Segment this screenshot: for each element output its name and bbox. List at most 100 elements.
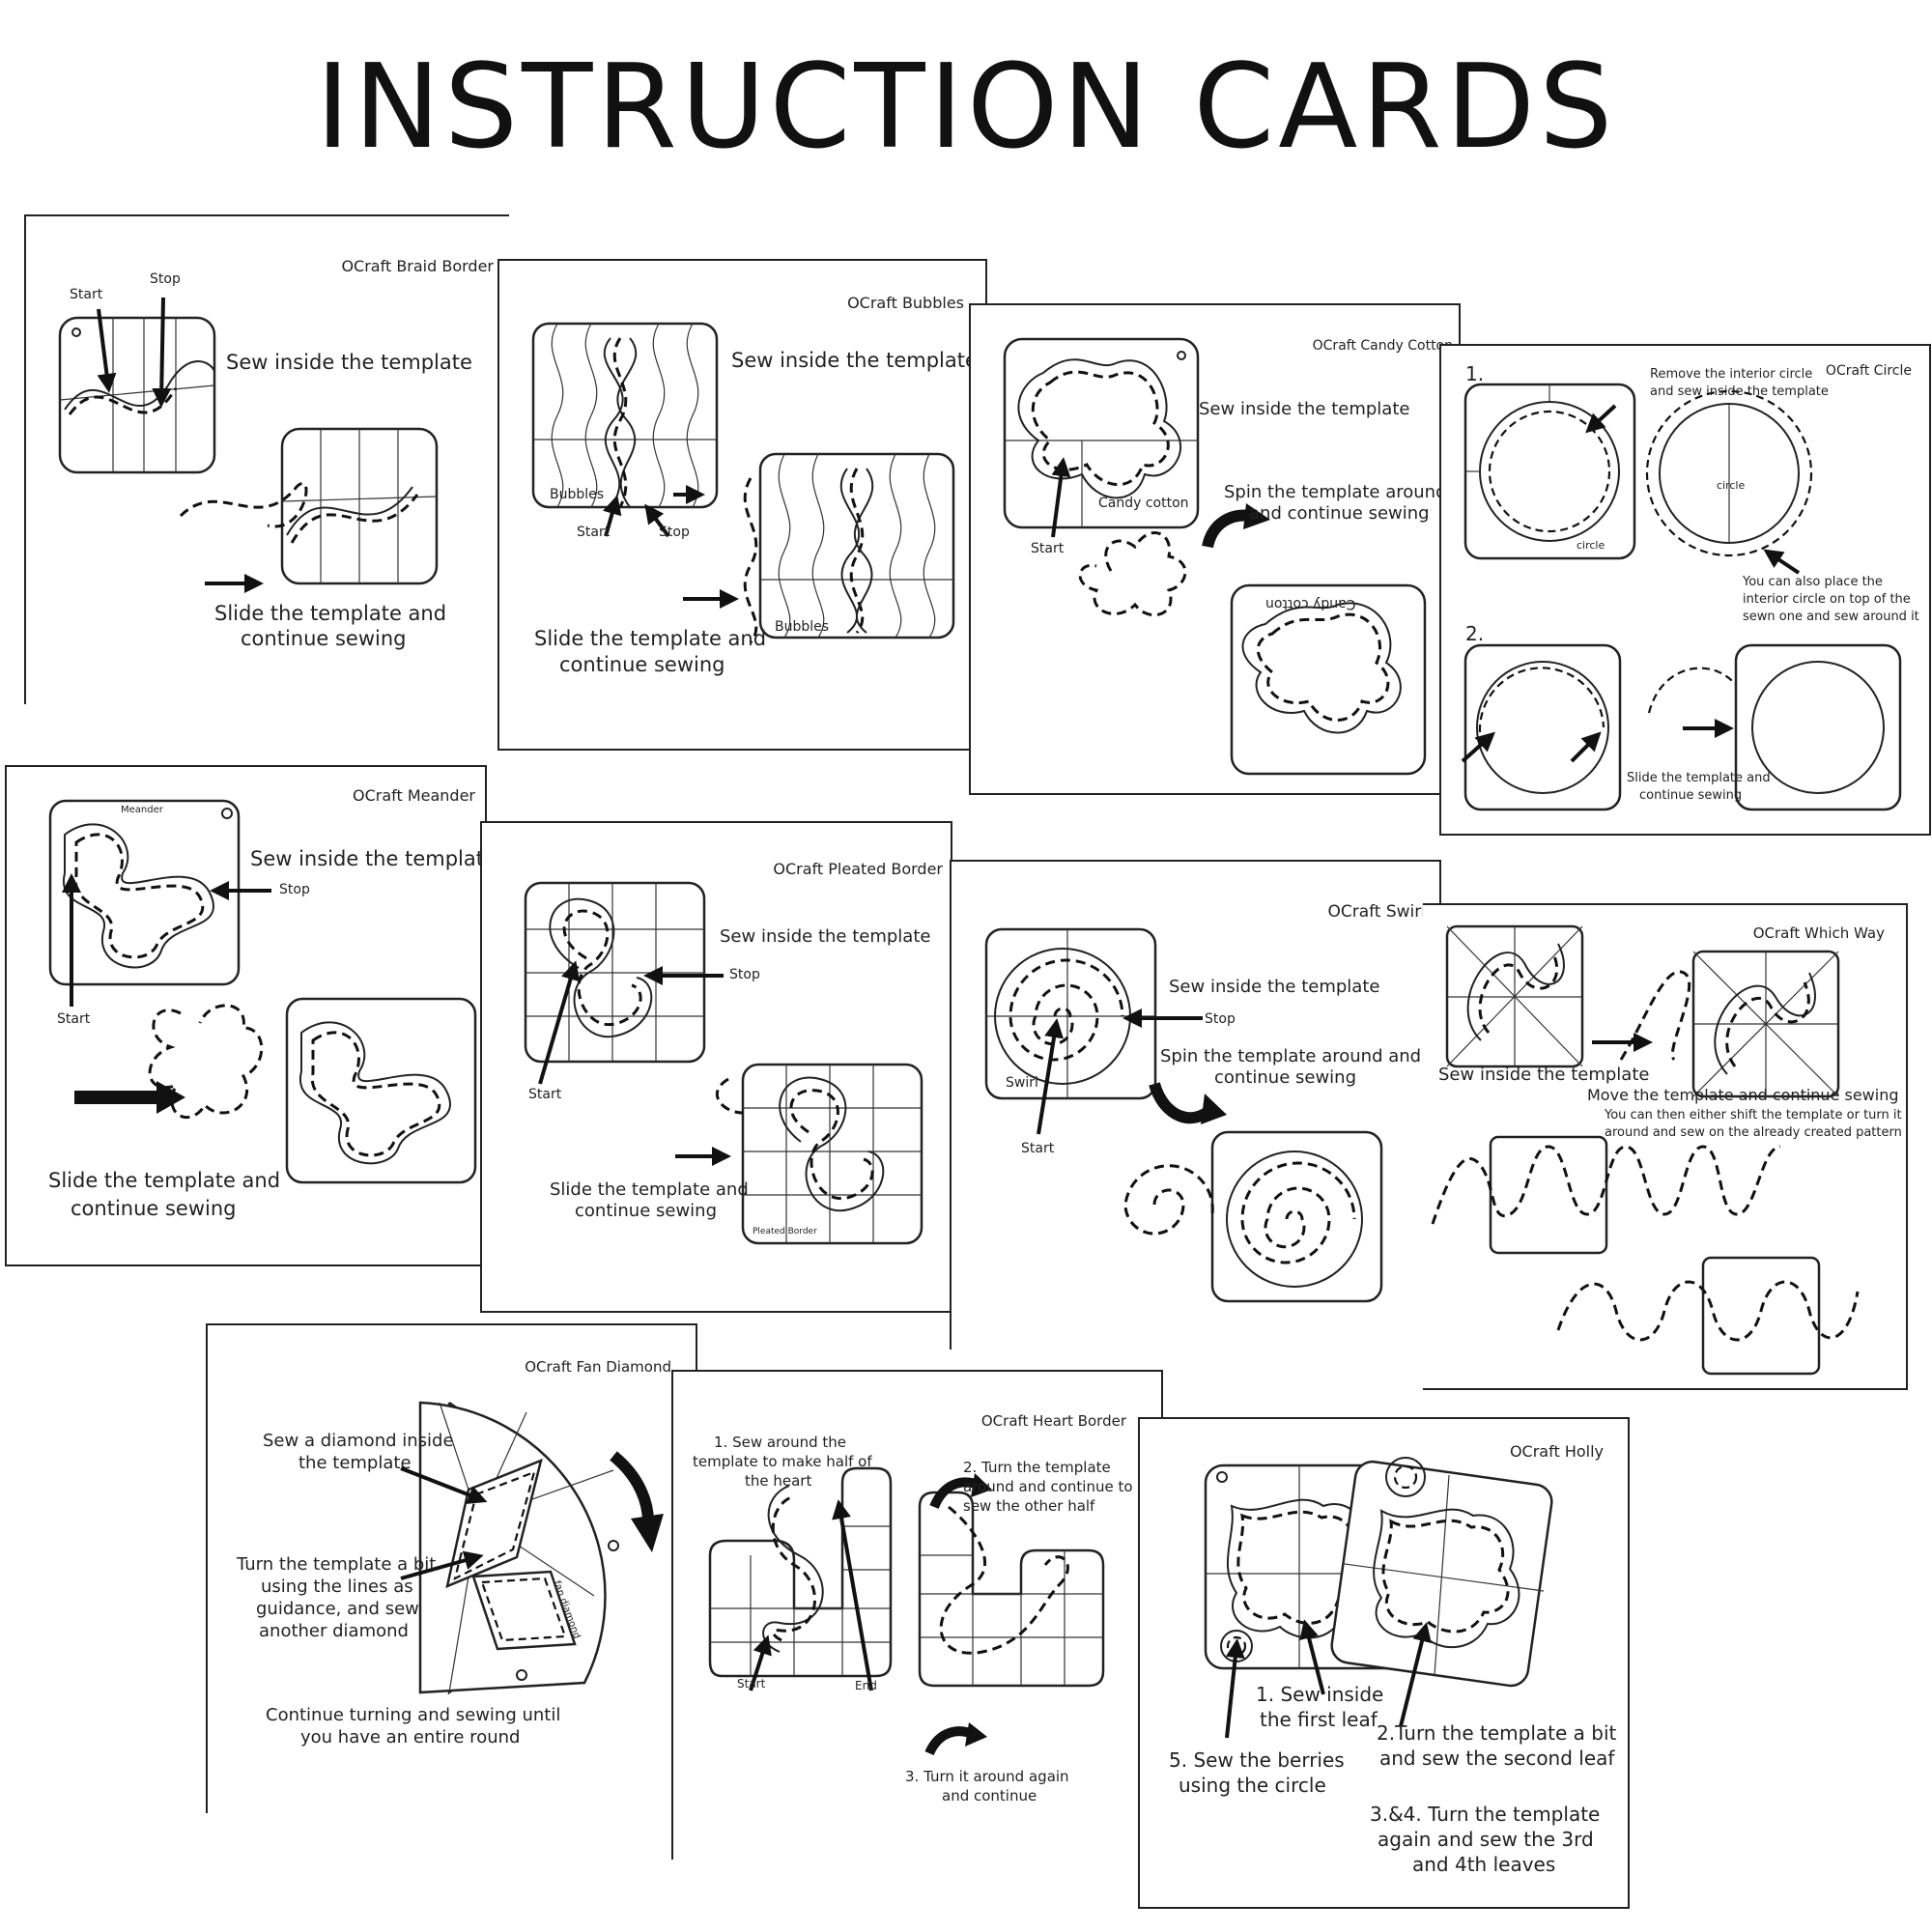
card-title: OCraft Which Way [1752, 924, 1885, 942]
card-title: OCraft Circle [1825, 363, 1912, 379]
candy-diagram [1003, 337, 1427, 776]
circle-also-text-3: sewn one and sew around it [1743, 610, 1919, 624]
holly-step34-text-3: and 4th leaves [1412, 1853, 1556, 1876]
holly-step34-text-2: again and sew the 3rd [1378, 1828, 1594, 1851]
card-holly: OCraft Holly 1. Sew inside the first lea… [1138, 1417, 1630, 1909]
holly-step1-text-2: the first leaf [1260, 1708, 1378, 1731]
circle-step-1: 1. [1465, 362, 1485, 385]
fan-sew-text-2: the template [298, 1453, 412, 1473]
card-braid-border: OCraft Braid Border Start Stop Sew insid… [24, 214, 509, 704]
whichway-sew-text: Sew inside the template [1438, 1065, 1650, 1085]
card-title: OCraft Heart Border [980, 1412, 1126, 1430]
heart-step1-text-1: 1. Sew around the [714, 1434, 846, 1451]
meander-start-label: Start [57, 1011, 91, 1027]
candy-spin-text-1: Spin the template around [1224, 482, 1447, 502]
holly-step34-text-1: 3.&4. Turn the template [1370, 1803, 1601, 1826]
bubbles-diagram [531, 322, 955, 643]
pleated-start-label: Start [528, 1087, 562, 1102]
circle-slide-text-1: Slide the template and [1627, 771, 1771, 785]
fan-turn-text-3: guidance, and sew [256, 1599, 419, 1619]
card-which-way: OCraft Which Way Sew inside the template… [1423, 903, 1908, 1390]
card-fan-diamond: OCraft Fan Diamond Sew a diamond inside … [206, 1323, 697, 1813]
pleated-slide-text-2: continue sewing [575, 1201, 717, 1221]
fan-continue-text-2: you have an entire round [300, 1727, 521, 1747]
heart-step1-text-3: the heart [745, 1472, 812, 1490]
card-title: OCraft Holly [1509, 1442, 1604, 1461]
meander-sew-text: Sew inside the template [250, 847, 487, 870]
page-title: INSTRUCTION CARDS [315, 41, 1617, 175]
holly-step5-text-1: 5. Sew the berries [1169, 1748, 1345, 1772]
heart-end-label: End [855, 1679, 877, 1692]
bubbles-template-label: Bubbles [550, 487, 605, 502]
candy-template-label: Candy cotton [1098, 496, 1189, 511]
candy-sew-text: Sew inside the template [1199, 399, 1410, 419]
circle-remove-text-1: Remove the interior circle [1650, 367, 1813, 382]
card-candy-cotton: OCraft Candy Cotton Sew inside the templ… [969, 303, 1461, 795]
heart-start-label: Start [737, 1677, 766, 1690]
card-title: OCraft Meander [352, 786, 475, 805]
meander-stop-label: Stop [279, 882, 310, 897]
meander-template-label: Meander [121, 805, 163, 815]
holly-step5-text-2: using the circle [1179, 1774, 1326, 1797]
whichway-shift-text-1: You can then either shift the template o… [1605, 1108, 1902, 1122]
fan-turn-text-4: another diamond [259, 1621, 409, 1641]
holly-step2-text-2: and sew the second leaf [1379, 1747, 1615, 1770]
braid-slide-text-1: Slide the template and [214, 602, 447, 625]
card-swirl: OCraft Swirl Sew inside the template Sto… [950, 860, 1441, 1350]
swirl-sew-text: Sew inside the template [1169, 977, 1380, 997]
swirl-spin-text-2: continue sewing [1214, 1067, 1356, 1088]
braid-stop-label: Stop [150, 271, 181, 287]
card-title: OCraft Fan Diamond [525, 1358, 671, 1376]
holly-step1-text-1: 1. Sew inside [1256, 1683, 1384, 1706]
pleated-sew-text: Sew inside the template [720, 926, 931, 947]
swirl-stop-label: Stop [1205, 1011, 1236, 1027]
meander-diagram [48, 799, 477, 1184]
card-title: OCraft Candy Cotton [1312, 338, 1453, 354]
meander-slide-text-2: continue sewing [71, 1197, 237, 1220]
pleated-diagram [524, 881, 923, 1245]
bubbles-slide-text-2: continue sewing [559, 653, 725, 676]
circle-remove-text-2: and sew inside the template [1650, 384, 1829, 399]
circle-step-2: 2. [1465, 622, 1485, 645]
braid-start-label: Start [70, 287, 103, 302]
whichway-move-text: Move the template and continue sewing [1587, 1086, 1899, 1104]
fan-continue-text-1: Continue turning and sewing until [266, 1705, 561, 1725]
heart-step3-text-1: 3. Turn it around again [905, 1768, 1069, 1785]
heart-step2-text-2: around and continue to [963, 1478, 1133, 1495]
candy-template-label-2: Candy cotton [1265, 596, 1356, 612]
heart-step1-text-2: template to make half of [693, 1453, 872, 1470]
fan-sew-text-1: Sew a diamond inside [263, 1431, 454, 1451]
heart-diagram [708, 1466, 1105, 1756]
whichway-diagram [1431, 924, 1860, 1376]
braid-sew-text: Sew inside the template [226, 351, 472, 374]
card-meander: OCraft Meander Meander Sew inside the te… [5, 765, 487, 1266]
card-title: OCraft Braid Border [341, 257, 494, 275]
fan-diagram [400, 1401, 664, 1695]
braid-diagram [58, 297, 439, 593]
card-circle: OCraft Circle 1. Remove the interior cir… [1439, 344, 1931, 836]
fan-turn-text-1: Turn the template a bit [237, 1554, 437, 1575]
card-title: OCraft Swirl [1327, 902, 1426, 922]
bubbles-stop-label: Stop [659, 525, 690, 540]
circle-inner-label: circle [1577, 539, 1605, 552]
swirl-diagram [984, 927, 1383, 1303]
pleated-template-label: Pleated Border [753, 1227, 817, 1236]
heart-step2-text-1: 2. Turn the template [963, 1459, 1111, 1476]
holly-step2-text-1: 2.Turn the template a bit [1377, 1721, 1617, 1745]
fan-turn-text-2: using the lines as [261, 1577, 413, 1597]
circle-diagram [1461, 383, 1902, 811]
bubbles-start-label: Start [577, 525, 611, 540]
bubbles-template-label-2: Bubbles [775, 619, 830, 635]
circle-also-text-1: You can also place the [1743, 575, 1883, 589]
circle-also-text-2: interior circle on top of the [1743, 592, 1911, 607]
card-title: OCraft Pleated Border [773, 860, 943, 878]
swirl-spin-text-1: Spin the template around and [1160, 1046, 1422, 1066]
card-title: OCraft Bubbles [847, 294, 964, 312]
circle-inner-label-2: circle [1717, 479, 1746, 492]
heart-step3-text-2: and continue [942, 1787, 1037, 1804]
braid-slide-text-2: continue sewing [241, 627, 407, 650]
candy-start-label: Start [1031, 541, 1065, 556]
candy-spin-text-2: and continue sewing [1249, 503, 1430, 524]
swirl-start-label: Start [1021, 1141, 1055, 1156]
meander-slide-text-1: Slide the template and [48, 1169, 281, 1192]
